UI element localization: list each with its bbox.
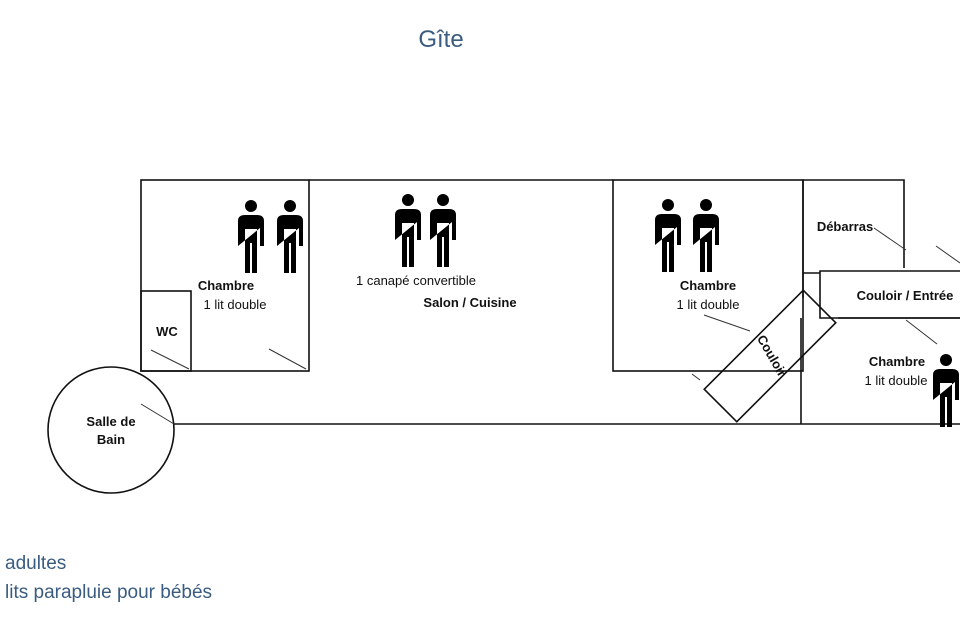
person-icon [277,200,303,273]
couloir-label: Couloir [754,332,790,379]
wc-walls [140,290,192,372]
plan-title: Gîte [418,26,463,53]
salle-de-bain-label-1: Salle de [86,414,135,429]
chambre-left-walls [140,179,310,372]
debarras-label: Débarras [817,219,873,234]
chambre-right-bed: 1 lit double [865,373,928,388]
door-entree [935,245,960,264]
salle-de-bain-walls [47,366,175,494]
door-couloir [691,373,701,381]
salon-name: Salon / Cuisine [423,295,516,310]
person-icon [430,194,456,267]
door-debarras [873,227,907,251]
door-markers [140,227,960,425]
chambre-right-name: Chambre [869,354,925,369]
legend-adults: adultes [5,553,66,574]
door-chambre-left [268,348,307,370]
person-icon [238,200,264,273]
person-icon [693,199,719,272]
debarras-walls [802,179,905,298]
door-chambre-right [905,319,938,345]
wc-label: WC [156,324,178,339]
person-icon [933,354,959,427]
chambre-left-name: Chambre [198,278,254,293]
chambre-mid-bed: 1 lit double [677,297,740,312]
person-icon [395,194,421,267]
chambre-mid-name: Chambre [680,278,736,293]
door-salle-de-bain [140,403,175,425]
walls [47,179,960,494]
chambre-left-bed: 1 lit double [204,297,267,312]
door-wc [150,349,190,370]
door-chambre-mid [703,314,751,332]
legend-cots: lits parapluie pour bébés [5,582,212,603]
couloir-entree-label: Couloir / Entrée [857,288,954,303]
couloir-walls [703,289,837,423]
person-icon [655,199,681,272]
salon-sofa: 1 canapé convertible [356,273,476,288]
salle-de-bain-label-2: Bain [97,432,125,447]
